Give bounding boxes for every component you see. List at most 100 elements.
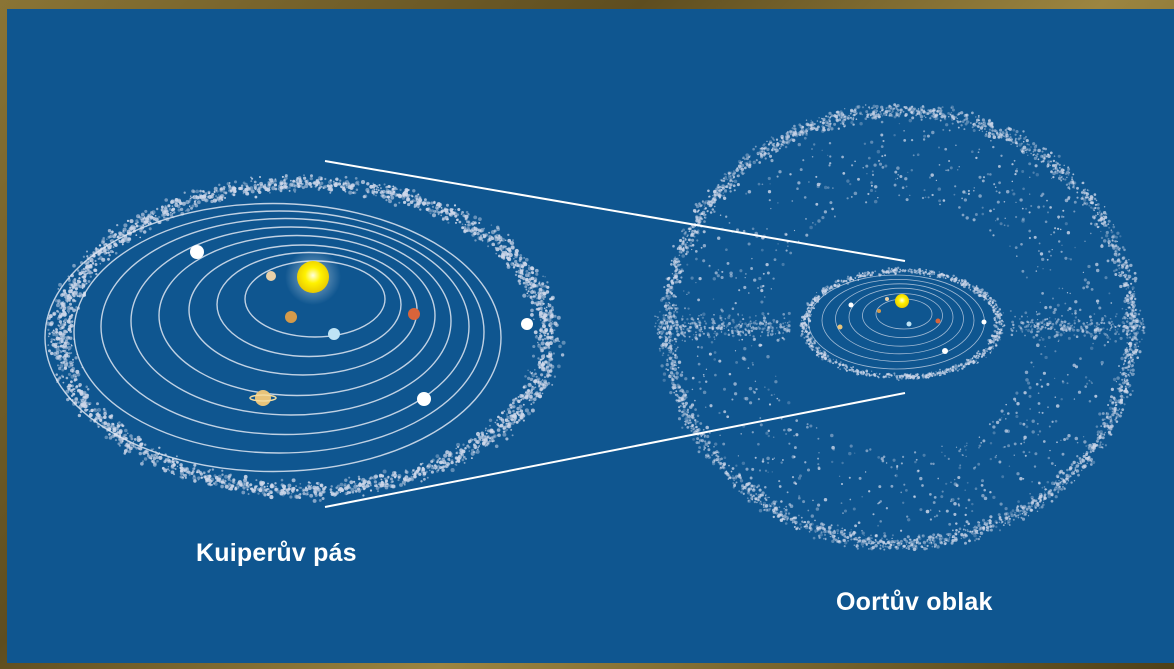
particle bbox=[1015, 411, 1018, 415]
particle bbox=[766, 140, 768, 143]
particle bbox=[223, 482, 227, 486]
particle bbox=[1005, 138, 1009, 142]
particle bbox=[506, 415, 508, 417]
particle bbox=[59, 349, 62, 352]
particle bbox=[404, 469, 407, 472]
particle bbox=[357, 487, 361, 491]
particle bbox=[99, 251, 102, 254]
particle bbox=[149, 215, 154, 220]
particle bbox=[457, 455, 462, 460]
particle bbox=[335, 486, 338, 489]
particle bbox=[540, 289, 545, 294]
particle bbox=[228, 488, 231, 491]
particle bbox=[1071, 176, 1073, 178]
particle bbox=[103, 251, 107, 255]
particle bbox=[274, 482, 277, 485]
particle bbox=[903, 483, 906, 486]
particle bbox=[882, 455, 886, 459]
particle bbox=[392, 185, 395, 188]
particle bbox=[49, 321, 54, 326]
particle bbox=[510, 406, 513, 409]
particle bbox=[545, 330, 548, 333]
particle bbox=[118, 444, 121, 447]
particle bbox=[557, 364, 561, 369]
particle bbox=[427, 463, 432, 468]
particle bbox=[550, 295, 555, 300]
particle bbox=[270, 491, 273, 495]
particle bbox=[519, 253, 523, 257]
particle bbox=[366, 481, 371, 485]
particle bbox=[510, 245, 515, 250]
particle bbox=[116, 236, 118, 238]
particle bbox=[510, 428, 513, 431]
particle bbox=[861, 531, 865, 535]
particle bbox=[315, 486, 320, 490]
particle bbox=[473, 444, 478, 449]
particle bbox=[102, 415, 106, 419]
particle bbox=[447, 221, 450, 224]
particle bbox=[989, 515, 993, 519]
particle bbox=[1004, 522, 1006, 524]
particle bbox=[541, 379, 544, 381]
particle bbox=[69, 286, 72, 289]
particle bbox=[365, 484, 370, 488]
particle bbox=[884, 114, 886, 116]
particle bbox=[731, 180, 734, 183]
particle bbox=[1016, 145, 1019, 148]
particle bbox=[699, 422, 703, 425]
particle bbox=[84, 266, 88, 270]
particle bbox=[733, 189, 736, 192]
particle bbox=[488, 440, 492, 443]
particle bbox=[502, 425, 507, 430]
particle bbox=[211, 483, 214, 486]
particle bbox=[825, 115, 828, 118]
particle bbox=[787, 245, 789, 247]
particle bbox=[1019, 513, 1022, 516]
particle bbox=[885, 107, 888, 109]
particle bbox=[380, 190, 383, 193]
particle bbox=[107, 235, 111, 239]
particle bbox=[1049, 449, 1051, 452]
particle bbox=[533, 397, 537, 402]
particle bbox=[375, 194, 377, 197]
particle bbox=[1009, 245, 1011, 247]
particle bbox=[849, 112, 852, 115]
particle bbox=[512, 405, 516, 409]
particle bbox=[743, 166, 747, 170]
particle bbox=[806, 423, 809, 426]
particle bbox=[880, 145, 884, 148]
particle bbox=[1106, 341, 1110, 344]
particle bbox=[437, 464, 441, 468]
particle bbox=[957, 497, 960, 500]
particle bbox=[547, 335, 550, 339]
particle bbox=[501, 237, 506, 242]
particle bbox=[292, 179, 296, 183]
particle bbox=[540, 284, 545, 288]
particle bbox=[298, 486, 301, 490]
particle bbox=[1118, 267, 1121, 270]
particle bbox=[558, 340, 560, 343]
particle bbox=[1035, 270, 1038, 272]
particle bbox=[932, 501, 936, 504]
particle bbox=[916, 153, 920, 156]
particle bbox=[1070, 481, 1073, 484]
particle bbox=[949, 536, 951, 538]
particle bbox=[533, 392, 537, 396]
particle bbox=[420, 480, 423, 483]
particle bbox=[1121, 378, 1124, 381]
particle bbox=[871, 170, 874, 173]
particle bbox=[208, 468, 212, 472]
particle bbox=[112, 434, 116, 438]
particle bbox=[457, 459, 461, 463]
particle bbox=[704, 442, 708, 446]
particle bbox=[302, 492, 306, 496]
particle bbox=[977, 119, 981, 122]
particle bbox=[129, 219, 134, 224]
particle bbox=[842, 172, 846, 175]
particle bbox=[518, 282, 522, 285]
particle bbox=[268, 178, 271, 181]
particle bbox=[218, 194, 220, 196]
particle bbox=[227, 184, 232, 188]
particle bbox=[1027, 381, 1031, 385]
particle bbox=[900, 462, 903, 465]
